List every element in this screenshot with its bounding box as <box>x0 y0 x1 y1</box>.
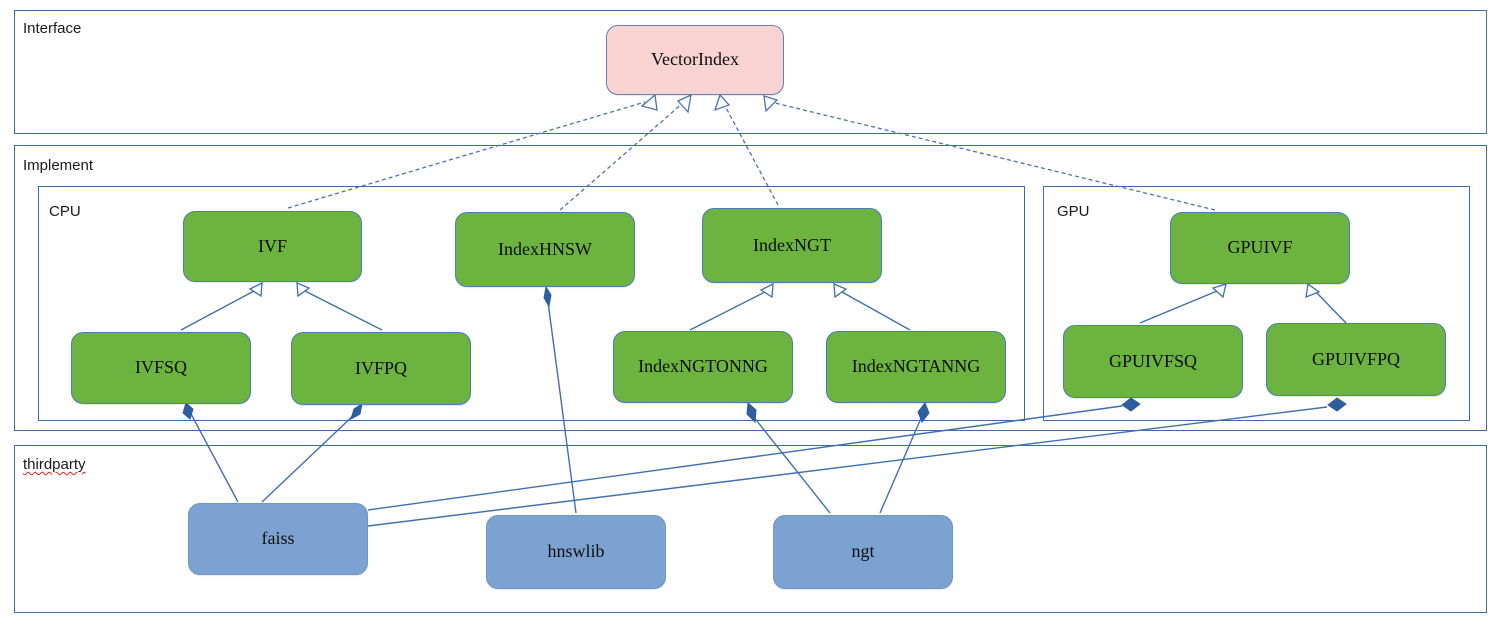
node-vector-index[interactable]: VectorIndex <box>606 25 784 95</box>
node-index-ngtonng[interactable]: IndexNGTONNG <box>613 331 793 403</box>
node-ivfsq-label: IVFSQ <box>134 357 187 378</box>
node-ngt[interactable]: ngt <box>773 515 953 589</box>
node-gpuivfpq[interactable]: GPUIVFPQ <box>1266 323 1446 396</box>
node-gpuivfsq-label: GPUIVFSQ <box>1108 350 1198 371</box>
node-hnswlib-label: hnswlib <box>547 541 605 562</box>
node-gpuivfsq[interactable]: GPUIVFSQ <box>1063 325 1243 398</box>
node-index-ngtanng-label: IndexNGTANNG <box>851 356 981 377</box>
node-faiss[interactable]: faiss <box>188 503 368 575</box>
node-ivf-label: IVF <box>257 235 287 256</box>
node-gpuivfpq-label: GPUIVFPQ <box>1311 348 1401 369</box>
group-cpu-label: CPU <box>49 203 81 220</box>
node-gpuivf-label: GPUIVF <box>1227 237 1293 258</box>
node-index-ngt-label: IndexNGT <box>753 234 831 255</box>
node-index-ngtanng[interactable]: IndexNGTANNG <box>826 331 1006 403</box>
node-ngt-label: ngt <box>851 541 875 562</box>
group-implement-label: Implement <box>23 157 94 174</box>
node-ivf[interactable]: IVF <box>183 211 362 282</box>
group-gpu-label: GPU <box>1057 203 1090 220</box>
node-gpuivf[interactable]: GPUIVF <box>1170 212 1350 284</box>
node-vector-index-label: VectorIndex <box>651 49 739 70</box>
node-index-hnsw[interactable]: IndexHNSW <box>455 212 635 287</box>
group-thirdparty-label: thirdparty <box>23 456 86 473</box>
group-interface-label: Interface <box>23 20 82 37</box>
node-faiss-label: faiss <box>261 528 295 549</box>
node-hnswlib[interactable]: hnswlib <box>486 515 666 589</box>
node-index-ngt[interactable]: IndexNGT <box>702 208 882 283</box>
node-index-ngtonng-label: IndexNGTONNG <box>638 356 768 377</box>
node-ivfpq[interactable]: IVFPQ <box>291 332 471 405</box>
node-ivfsq[interactable]: IVFSQ <box>71 332 251 404</box>
node-index-hnsw-label: IndexHNSW <box>498 238 592 259</box>
node-ivfpq-label: IVFPQ <box>354 357 407 378</box>
